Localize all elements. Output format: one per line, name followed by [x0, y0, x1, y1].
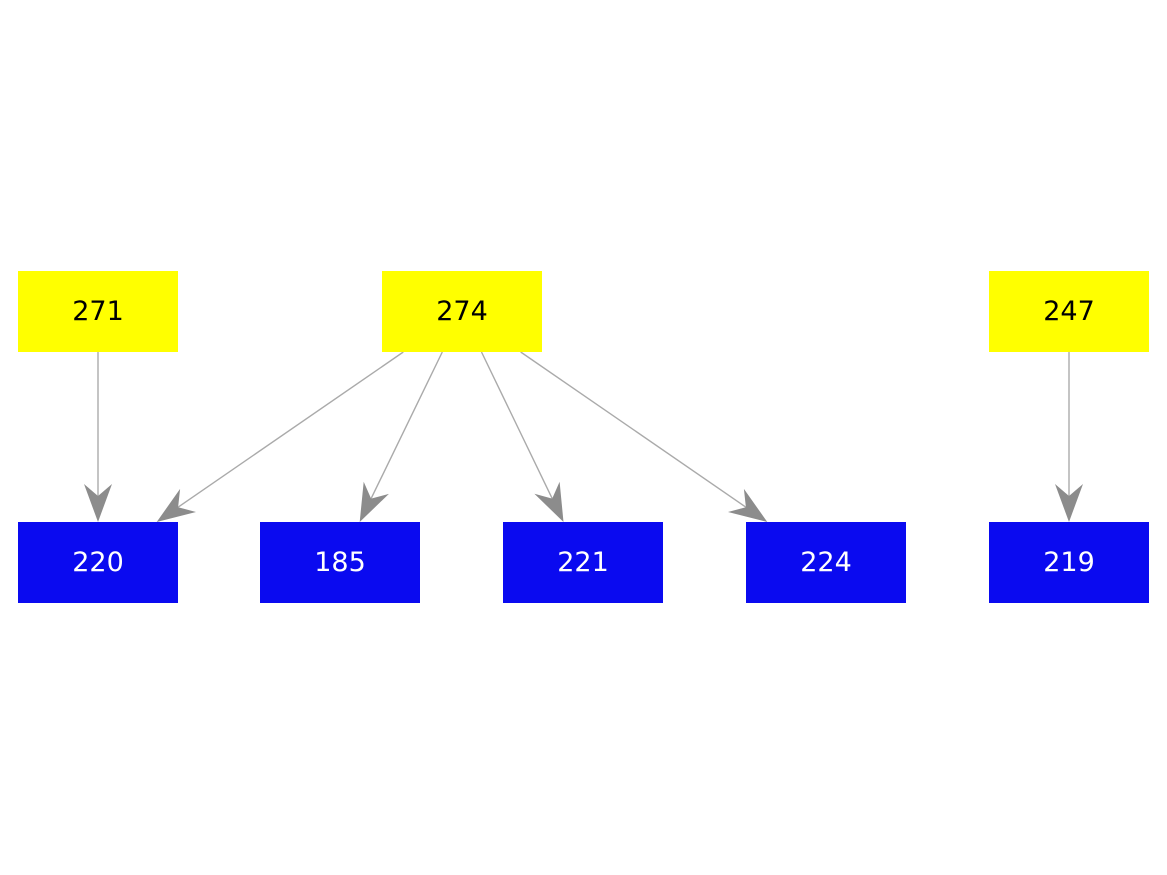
node-label: 224	[800, 547, 852, 578]
edge-arrowhead-274-185	[359, 481, 389, 522]
node-247: 247	[989, 271, 1149, 352]
node-label: 221	[557, 547, 609, 578]
edge-arrowhead-247-219	[1055, 484, 1083, 522]
edge-line-274-185	[370, 351, 443, 499]
node-221: 221	[503, 522, 663, 603]
node-271: 271	[18, 271, 178, 352]
node-label: 271	[72, 296, 124, 327]
node-label: 220	[72, 547, 124, 578]
edge-arrowhead-274-220	[156, 488, 196, 522]
edge-line-274-221	[480, 351, 553, 499]
edge-arrowhead-271-220	[84, 484, 112, 522]
node-label: 219	[1043, 547, 1095, 578]
edge-arrowhead-274-221	[534, 481, 564, 522]
edge-line-274-220	[177, 351, 404, 508]
node-219: 219	[989, 522, 1149, 603]
node-label: 274	[436, 296, 488, 327]
edge-line-274-224	[520, 351, 747, 508]
node-220: 220	[18, 522, 178, 603]
node-224: 224	[746, 522, 906, 603]
edge-arrowhead-274-224	[728, 488, 768, 522]
node-274: 274	[382, 271, 542, 352]
node-185: 185	[260, 522, 420, 603]
node-label: 247	[1043, 296, 1095, 327]
node-label: 185	[314, 547, 366, 578]
